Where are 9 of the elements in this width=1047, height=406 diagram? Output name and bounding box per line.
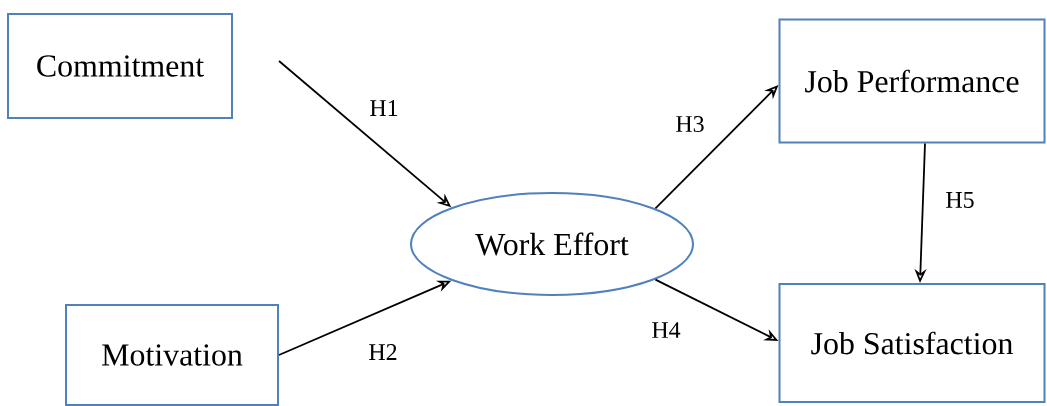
concept-box: Commitment — [7, 13, 233, 119]
concept-box: Job Performance — [778, 18, 1046, 144]
concept-box: Job Satisfaction — [778, 283, 1046, 403]
edge-label: H5 — [944, 191, 976, 209]
edge-label: H3 — [674, 114, 706, 134]
concept-box: Motivation — [65, 304, 279, 406]
edge-label: H4 — [650, 321, 682, 339]
edge-label: H2 — [367, 343, 399, 361]
edge-label: H1 — [368, 99, 400, 117]
